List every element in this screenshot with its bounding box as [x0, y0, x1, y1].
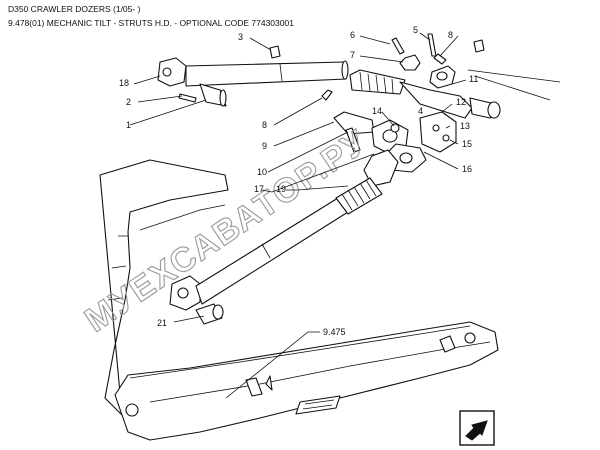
callout-19: 19 — [276, 184, 286, 194]
callout-ref-9-475: 9.475 — [323, 327, 346, 337]
callout-8-right: 8 — [448, 30, 453, 40]
callout-4: 4 — [418, 106, 423, 116]
callout-21: 21 — [157, 318, 167, 328]
callout-18: 18 — [119, 78, 129, 88]
arrow-icon — [465, 420, 488, 441]
callout-16: 16 — [462, 164, 472, 174]
dozer-frame — [99, 159, 499, 441]
callout-8-left: 8 — [262, 120, 267, 130]
callout-1: 1 — [126, 120, 131, 130]
callout-13: 13 — [460, 121, 470, 131]
callout-2: 2 — [126, 97, 131, 107]
callout-12: 12 — [456, 97, 466, 107]
nav-arrow-button[interactable] — [459, 410, 495, 446]
mid-bracket — [333, 111, 457, 187]
upper-strut — [157, 57, 501, 119]
callout-9: 9 — [262, 141, 267, 151]
diagram-subtitle: 9.478(01) MECHANIC TILT - STRUTS H.D. - … — [8, 18, 294, 28]
callout-labels: 3 18 2 1 8 9 10 17 19 6 7 5 8 11 12 14 4… — [119, 25, 478, 337]
page-title: D350 CRAWLER DOZERS (1/05- ) — [8, 4, 141, 14]
upper-hardware — [178, 33, 561, 107]
callout-6: 6 — [350, 30, 355, 40]
callout-3: 3 — [238, 32, 243, 42]
callout-10: 10 — [257, 167, 267, 177]
callout-5: 5 — [413, 25, 418, 35]
callout-15: 15 — [462, 139, 472, 149]
leader-lines — [129, 32, 467, 399]
callout-7: 7 — [350, 50, 355, 60]
callout-14: 14 — [372, 106, 382, 116]
callout-11: 11 — [469, 74, 478, 84]
callout-17: 17 — [254, 184, 264, 194]
lower-strut — [169, 177, 383, 325]
